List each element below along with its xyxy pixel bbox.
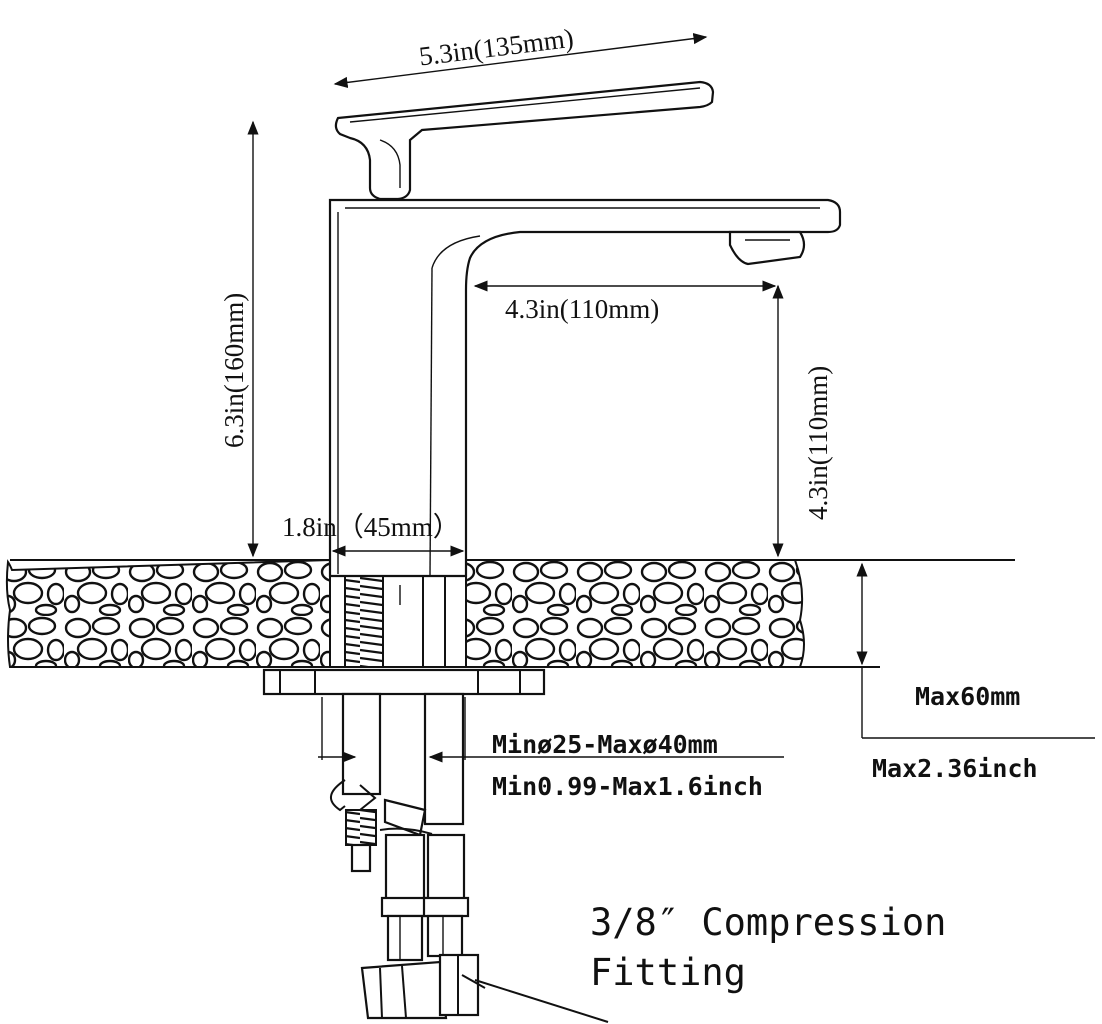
fitting-label-line2: Fitting (590, 951, 746, 994)
countertop-thickness-mm-label: Max60mm (915, 682, 1020, 711)
spout-height-label: 4.3in(110mm) (803, 366, 833, 520)
countertop (5, 558, 1015, 668)
faucet-body (328, 198, 842, 578)
fitting-leader-line (461, 974, 486, 989)
total-height-label: 6.3in(160mm) (219, 293, 249, 448)
compression-nuts (360, 953, 480, 1020)
fitting-label-line1: 3/8″ Compression (590, 901, 946, 944)
base-width-label: 1.8in（45mm） (282, 512, 460, 542)
faucet-handle (334, 80, 715, 201)
spout-reach-label: 4.3in(110mm) (505, 294, 659, 324)
dimension-lines (247, 33, 1095, 1023)
supply-hoses (321, 692, 470, 962)
hole-diameter-mm-label: Minø25-Maxø40mm (492, 730, 718, 759)
hole-diameter-inch-label: Min0.99-Max1.6inch (492, 772, 763, 801)
mounting-plate (262, 668, 546, 696)
mounting-rod (344, 564, 446, 668)
countertop-thickness-inch-label: Max2.36inch (872, 754, 1038, 783)
handle-length-arrow (333, 33, 708, 88)
